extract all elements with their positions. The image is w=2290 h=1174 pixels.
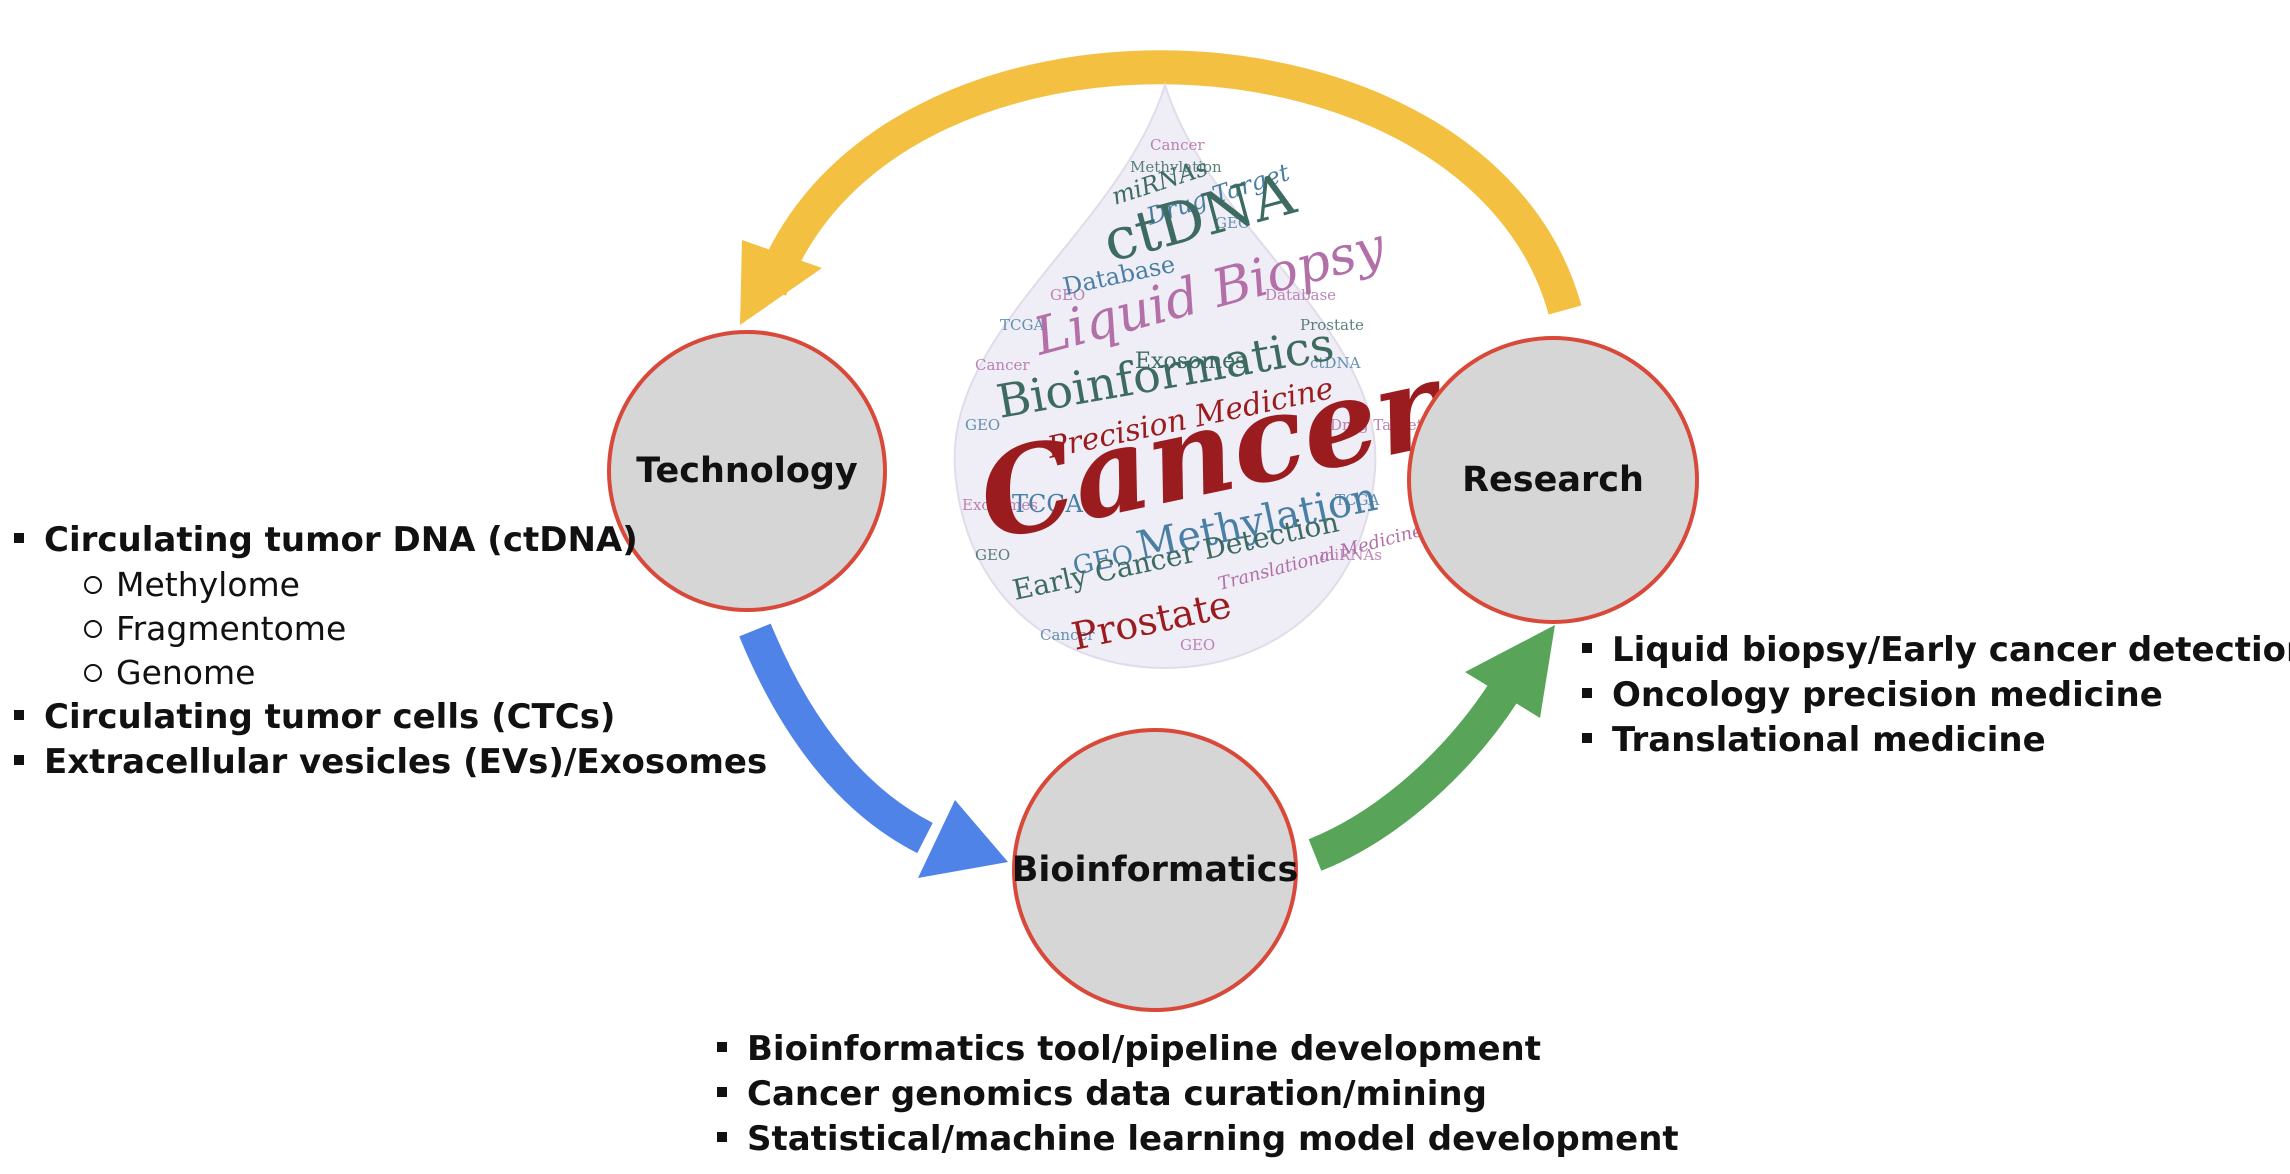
bioinformatics-item-curation: Cancer genomics data curation/mining: [717, 1072, 1679, 1117]
technology-list: Circulating tumor DNA (ctDNA) Methylome …: [14, 518, 767, 785]
bioinformatics-list: Bioinformatics tool/pipeline development…: [717, 1027, 1679, 1162]
bullet-icon: [14, 532, 24, 543]
ctdna-sublist: Methylome Fragmentome Genome: [14, 563, 767, 695]
bullet-icon: [1582, 687, 1592, 698]
svg-text:TCGA: TCGA: [1335, 491, 1379, 509]
bioinformatics-item-ml: Statistical/machine learning model devel…: [717, 1117, 1679, 1162]
research-item-precision: Oncology precision medicine: [1582, 673, 2290, 718]
word-cloud-drop: Cancer Methylation GEO GEO Database TCGA…: [953, 81, 1459, 670]
bullet-icon: [14, 754, 24, 765]
research-list: Liquid biopsy/Early cancer detection Onc…: [1582, 628, 2290, 763]
sub-item-fragmentome: Fragmentome: [84, 607, 767, 651]
technology-item-evs: Extracellular vesicles (EVs)/Exosomes: [14, 740, 767, 785]
circle-bullet-icon: [84, 663, 102, 682]
arrow-technology-to-bioinformatics: [739, 623, 1008, 878]
svg-text:miRNAs: miRNAs: [1320, 546, 1382, 564]
wc-tcga: TCGA: [1012, 490, 1084, 518]
svg-text:Cancer: Cancer: [1150, 136, 1205, 154]
research-item-translational: Translational medicine: [1582, 718, 2290, 763]
node-bioinformatics-label: Bioinformatics: [1011, 850, 1299, 890]
technology-item-ctdna: Circulating tumor DNA (ctDNA) Methylome …: [14, 518, 767, 695]
svg-text:GEO: GEO: [1050, 286, 1085, 304]
bioinformatics-item-tool: Bioinformatics tool/pipeline development: [717, 1027, 1679, 1072]
bullet-icon: [717, 1041, 727, 1052]
bullet-icon: [14, 709, 24, 720]
bullet-icon: [717, 1086, 727, 1097]
svg-text:Database: Database: [1265, 286, 1336, 304]
sub-item-genome: Genome: [84, 651, 767, 695]
svg-text:GEO: GEO: [975, 546, 1010, 564]
svg-text:GEO: GEO: [1180, 636, 1215, 654]
svg-text:Exosomes: Exosomes: [962, 496, 1038, 514]
node-bioinformatics: Bioinformatics: [1012, 728, 1298, 1012]
svg-text:Methylation: Methylation: [1130, 158, 1222, 176]
svg-text:ctDNA: ctDNA: [1310, 354, 1361, 372]
svg-text:Drug Target: Drug Target: [1330, 416, 1423, 434]
node-research-label: Research: [1462, 460, 1644, 500]
technology-item-ctcs: Circulating tumor cells (CTCs): [14, 695, 767, 740]
node-research: Research: [1407, 336, 1699, 624]
svg-text:Cancer: Cancer: [975, 356, 1030, 374]
svg-text:TCGA: TCGA: [1000, 316, 1044, 334]
bullet-icon: [717, 1131, 727, 1142]
sub-item-methylome: Methylome: [84, 563, 767, 607]
circle-bullet-icon: [84, 575, 102, 594]
arrow-bioinformatics-to-research: [1308, 625, 1555, 871]
node-technology: Technology: [607, 330, 887, 612]
svg-text:GEO: GEO: [1215, 214, 1250, 232]
arrow-research-to-technology: [740, 50, 1582, 325]
svg-text:GEO: GEO: [965, 416, 1000, 434]
bullet-icon: [1582, 642, 1592, 653]
circle-bullet-icon: [84, 619, 102, 638]
bullet-icon: [1582, 732, 1592, 743]
wc-exosomes: Exosomes: [1135, 349, 1246, 374]
node-technology-label: Technology: [636, 451, 858, 491]
research-item-liquid-biopsy: Liquid biopsy/Early cancer detection: [1582, 628, 2290, 673]
svg-text:Prostate: Prostate: [1300, 316, 1364, 334]
svg-text:Cancer: Cancer: [1040, 626, 1095, 644]
